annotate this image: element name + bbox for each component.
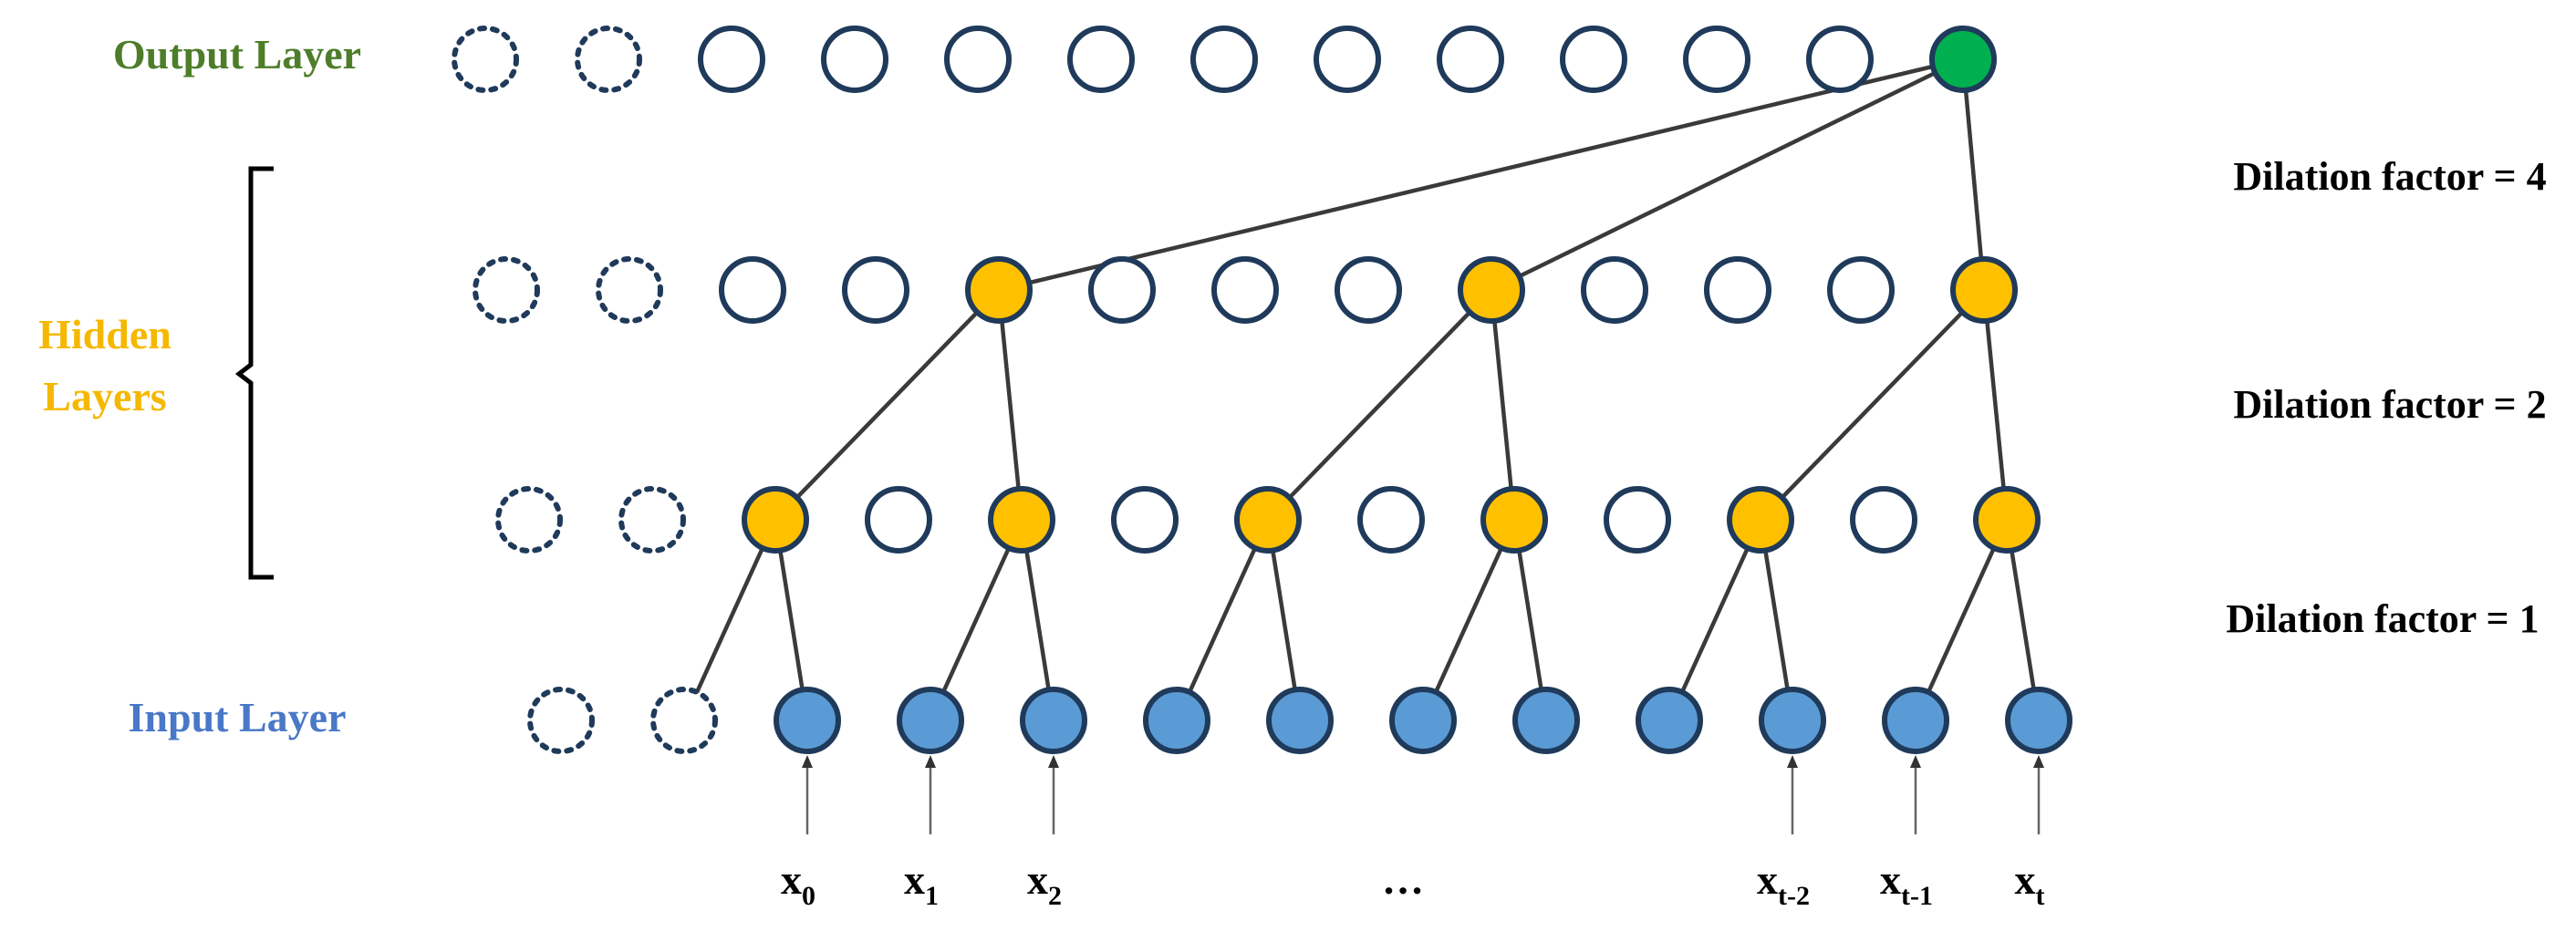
output-node (1683, 26, 1750, 93)
padding-node (495, 486, 563, 554)
arrow-head-icon (1048, 755, 1059, 768)
edge (1489, 289, 1517, 521)
edge (2004, 519, 2041, 721)
output-node-active (1929, 26, 1997, 93)
input-node (774, 687, 841, 754)
input-label: xt-1 (1880, 856, 1933, 911)
arrow-head-icon (1787, 755, 1798, 768)
input-node (1759, 687, 1826, 754)
output-node (1437, 26, 1504, 93)
input-node (1636, 687, 1703, 754)
hidden-node (1111, 486, 1179, 554)
hidden-node (1604, 486, 1671, 554)
hidden-node (719, 256, 786, 324)
padding-node (575, 26, 642, 93)
hidden-node-active (1950, 256, 2018, 324)
input-label: … (1382, 856, 1424, 903)
input-label: xt (2015, 856, 2045, 911)
edge (1174, 519, 1271, 721)
output-node (1067, 26, 1135, 93)
padding-node (650, 687, 718, 754)
edge (1960, 58, 1987, 291)
edge (1759, 288, 1986, 522)
output-node (1190, 26, 1258, 93)
padding-node (596, 256, 663, 324)
hidden-node (1357, 486, 1425, 554)
hidden-layers-label-line2: Layers (43, 373, 166, 419)
hidden-node-active (1234, 486, 1302, 554)
edge (928, 519, 1024, 721)
nodes (452, 26, 2072, 754)
input-label: x0 (781, 856, 815, 911)
edges (681, 57, 2041, 721)
hidden-node-active (1727, 486, 1794, 554)
edge (1913, 519, 2010, 721)
padding-node (473, 256, 540, 324)
hidden-node-active (1973, 486, 2041, 554)
dilation-factor-4-label: Dilation factor = 4 (2233, 154, 2546, 199)
hidden-node (1335, 256, 1402, 324)
input-node (897, 687, 964, 754)
input-arrows (802, 755, 2044, 834)
hidden-node-active (1480, 486, 1548, 554)
hidden-node-active (742, 486, 809, 554)
padding-node (452, 26, 519, 93)
output-node (1560, 26, 1627, 93)
padding-node (527, 687, 595, 754)
output-node (1314, 26, 1381, 93)
edge (1491, 57, 1964, 293)
input-node (1143, 687, 1210, 754)
input-label: x1 (904, 856, 939, 911)
input-node (1882, 687, 1949, 754)
arrow-head-icon (925, 755, 936, 768)
input-layer-label: Input Layer (129, 694, 347, 740)
edge (998, 57, 1964, 293)
output-node (944, 26, 1012, 93)
input-node (1020, 687, 1087, 754)
arrow-head-icon (1910, 755, 1921, 768)
hidden-node (865, 486, 932, 554)
input-node (2005, 687, 2072, 754)
hidden-node (1704, 256, 1771, 324)
dilation-factor-2-label: Dilation factor = 2 (2233, 382, 2546, 427)
arrow-head-icon (802, 755, 813, 768)
hidden-layers-bracket (234, 166, 274, 580)
hidden-node (842, 256, 909, 324)
hidden-node (1850, 486, 1917, 554)
output-node (698, 26, 765, 93)
input-node (1512, 687, 1580, 754)
output-node (821, 26, 888, 93)
hidden-node-active (1458, 256, 1525, 324)
hidden-node-active (988, 486, 1055, 554)
hidden-node (1827, 256, 1895, 324)
edge (1758, 519, 1795, 721)
input-label: xt-2 (1757, 856, 1810, 911)
edge (1511, 519, 1549, 721)
input-node (1266, 687, 1334, 754)
dilation-factor-1-label: Dilation factor = 1 (2226, 596, 2539, 641)
input-labels: x0 x1 x2 … xt-2 xt-1 xt (781, 856, 2045, 911)
padding-node (618, 486, 686, 554)
output-node (1806, 26, 1874, 93)
hidden-node-active (965, 256, 1033, 324)
edge (1019, 519, 1056, 721)
hidden-node (1581, 256, 1648, 324)
arrow-head-icon (2033, 755, 2044, 768)
edge (774, 288, 1001, 522)
edge (1667, 519, 1763, 721)
edge (773, 519, 810, 721)
hidden-node (1211, 256, 1279, 324)
hidden-node (1088, 256, 1156, 324)
edge (1265, 519, 1303, 721)
edge (681, 519, 778, 721)
output-layer-label: Output Layer (113, 31, 361, 78)
edge (1266, 288, 1493, 522)
edge (1420, 519, 1517, 721)
input-label: x2 (1027, 856, 1062, 911)
edge (996, 289, 1024, 521)
edge (1981, 289, 2010, 521)
hidden-layers-label-line1: Hidden (38, 311, 171, 357)
input-node (1389, 687, 1457, 754)
